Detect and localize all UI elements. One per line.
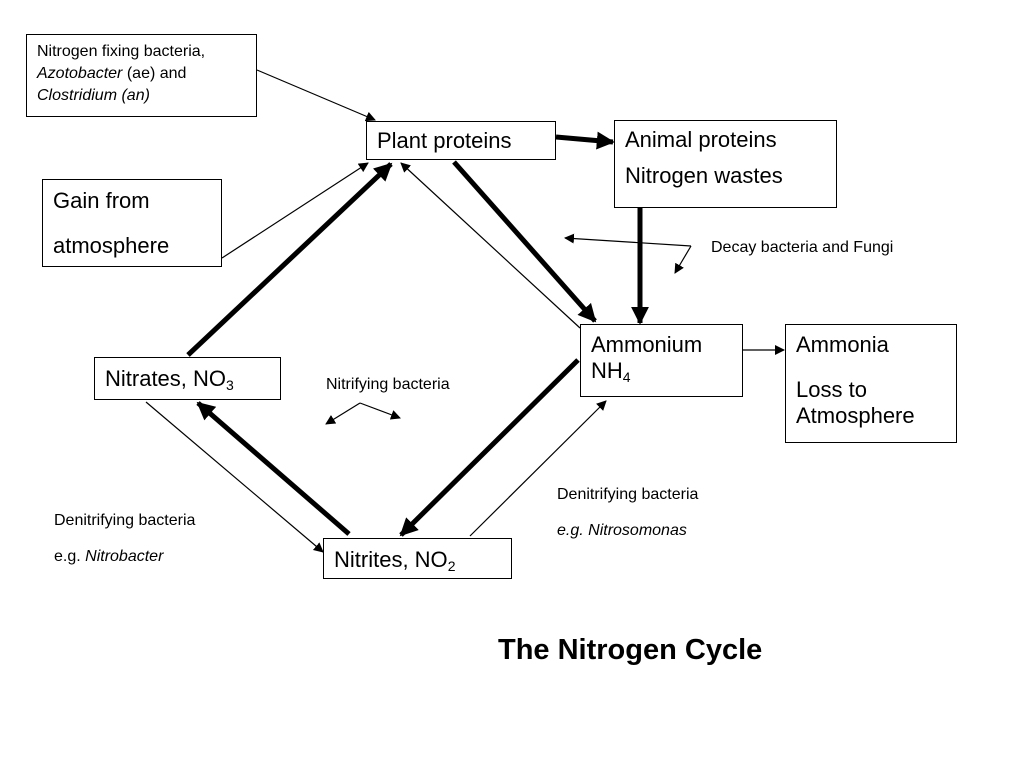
azotobacter-text: Azotobacter [37, 65, 123, 82]
fixing-bacteria-line1: Nitrogen fixing bacteria, [37, 43, 206, 60]
ammonium-formula-base: NH [591, 358, 623, 383]
nitrosomonas-text: e.g. Nitrosomonas [557, 522, 687, 539]
atmosphere-label: atmosphere [53, 233, 170, 258]
nitrates-box: Nitrates, NO3 [94, 357, 281, 400]
nitrobacter-text: Nitrobacter [85, 548, 164, 565]
ammonia-label: Ammonia [796, 332, 889, 357]
gain-from-label: Gain from [53, 188, 150, 213]
denitrifying-bacteria-left: Denitrifying bacteria e.g. Nitrobacter [54, 511, 195, 567]
decay-pointer [564, 233, 692, 247]
denitrifying-right-line1: Denitrifying bacteria [557, 486, 699, 503]
nitrogen-fixing-bacteria-box: Nitrogen fixing bacteria, Azotobacter (a… [26, 34, 257, 117]
ammonia-box: Ammonia Loss to Atmosphere [785, 324, 957, 443]
animal-proteins-label: Animal proteins [625, 127, 777, 152]
nitrates-subscript: 3 [226, 377, 234, 393]
nitrifying-bacteria-label: Nitrifying bacteria [326, 376, 450, 393]
ammonium-box: Ammonium NH4 [580, 324, 743, 397]
arrow-fixing-to-plant [256, 69, 376, 122]
arrow-gain-to-plant [221, 162, 369, 259]
ammonium-formula: NH4 [591, 358, 742, 384]
nitrifying-pointer-left [325, 402, 361, 425]
fixing-bacteria-line2: Azotobacter (ae) and [37, 63, 256, 85]
arrow-nitrites-to-nitrates [196, 401, 351, 536]
arrow-nitrites-to-ammonium [469, 400, 607, 537]
arrow-nitrates-to-nitrites [145, 401, 324, 553]
diagram-title: The Nitrogen Cycle [498, 634, 763, 666]
arrow-nitrates-to-plant [186, 162, 393, 357]
clostridium-text: Clostridium (an) [37, 87, 150, 104]
denitrifying-left-line2: e.g. Nitrobacter [54, 547, 195, 567]
ae-and-text: (ae) and [122, 65, 187, 82]
denitrifying-left-line1: Denitrifying bacteria [54, 512, 196, 529]
ammonium-label: Ammonium [591, 332, 703, 357]
arrow-ammonium-to-nitrites [399, 358, 580, 537]
animal-proteins-box: Animal proteins Nitrogen wastes [614, 120, 837, 208]
plant-proteins-label: Plant proteins [377, 128, 512, 153]
nitrifying-pointer-right [359, 402, 401, 420]
loss-to-label: Loss to [796, 377, 867, 402]
nitrogen-wastes-label: Nitrogen wastes [625, 163, 783, 188]
nitrites-box: Nitrites, NO2 [323, 538, 512, 579]
arrow-ammonium-to-plant [400, 162, 581, 329]
plant-proteins-box: Plant proteins [366, 121, 556, 160]
arrow-plant-to-animal [555, 131, 615, 150]
atmosphere-loss-label: Atmosphere [796, 403, 915, 428]
gain-from-atmosphere-box: Gain from atmosphere [42, 179, 222, 267]
arrow-plant-to-ammonium [452, 160, 597, 323]
decay-pointer-tail [674, 245, 692, 274]
ammonium-formula-subscript: 4 [622, 369, 631, 385]
eg-prefix: e.g. [54, 548, 86, 565]
nitrites-label: Nitrites, NO [334, 547, 448, 572]
denitrifying-bacteria-right: Denitrifying bacteria e.g. Nitrosomonas [557, 485, 698, 541]
nitrates-label: Nitrates, NO [105, 366, 227, 391]
nitrites-subscript: 2 [447, 558, 456, 574]
decay-bacteria-label: Decay bacteria and Fungi [711, 239, 894, 256]
